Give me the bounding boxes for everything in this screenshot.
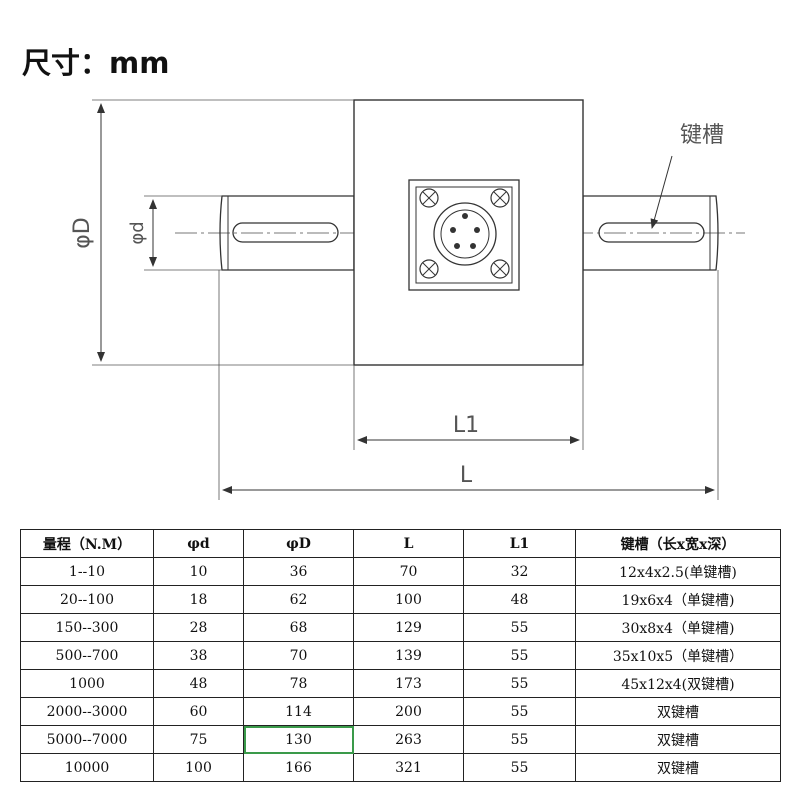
- cell-L1: 32: [463, 557, 576, 586]
- label-phiD: φD: [70, 217, 95, 248]
- cell-phiD: 36: [243, 557, 354, 586]
- cell-range: 1--10: [20, 557, 154, 586]
- cell-L1: 55: [463, 697, 576, 726]
- header-L: L: [353, 529, 464, 558]
- cell-L1: 55: [463, 641, 576, 670]
- cell-phiD: 68: [243, 613, 354, 642]
- sensor-drawing: φD φd L1 L 键槽: [70, 99, 745, 500]
- keyway-callout: 键槽: [650, 123, 724, 229]
- cell-L1: 55: [463, 725, 576, 754]
- connector-inner-ring: [440, 209, 490, 259]
- cell-L1: 48: [463, 585, 576, 614]
- cell-L1: 55: [463, 753, 576, 782]
- header-range: 量程（N.M）: [20, 529, 154, 558]
- cell-range: 1000: [20, 669, 154, 698]
- table-row: 10000 100 166 321 55 双键槽: [20, 753, 781, 782]
- left-shaft: [219, 195, 355, 271]
- connector-pin: [470, 243, 476, 249]
- cell-phid: 48: [153, 669, 244, 698]
- cell-range: 5000--7000: [20, 725, 154, 754]
- cell-range: 20--100: [20, 585, 154, 614]
- left-keyway-slot: [232, 222, 339, 243]
- cell-L: 100: [353, 585, 464, 614]
- label-keyway: 键槽: [680, 123, 724, 148]
- screw-bottom-right: [490, 259, 510, 279]
- cell-phiD: 166: [243, 753, 354, 782]
- table-row: 5000--7000 75 130 263 55 双键槽: [20, 725, 781, 754]
- dimension-phiD: φD: [70, 99, 354, 366]
- cell-keyway: 12x4x2.5(单键槽): [575, 557, 781, 586]
- cell-keyway: 35x10x5（单键槽）: [575, 641, 781, 670]
- label-phid: φd: [127, 221, 148, 244]
- dimension-L1: L1: [353, 365, 584, 450]
- dimension-L: L: [218, 270, 719, 500]
- cell-range: 10000: [20, 753, 154, 782]
- connector-pin: [462, 213, 468, 219]
- cell-phid: 75: [153, 725, 244, 754]
- connector: [408, 179, 520, 291]
- cell-phid: 60: [153, 697, 244, 726]
- cell-L: 129: [353, 613, 464, 642]
- label-L: L: [460, 463, 473, 488]
- header-keyway: 键槽（长x宽x深）: [575, 529, 781, 558]
- screw-top-right: [490, 188, 510, 208]
- table-row: 1000 48 78 173 55 45x12x4(双键槽): [20, 669, 781, 698]
- table-row: 500--700 38 70 139 55 35x10x5（单键槽）: [20, 641, 781, 670]
- cell-L: 70: [353, 557, 464, 586]
- cell-phid: 38: [153, 641, 244, 670]
- cell-phid: 28: [153, 613, 244, 642]
- cell-phid: 18: [153, 585, 244, 614]
- cell-range: 150--300: [20, 613, 154, 642]
- cell-L: 200: [353, 697, 464, 726]
- table-row: 150--300 28 68 129 55 30x8x4（单键槽): [20, 613, 781, 642]
- cell-phiD: 114: [243, 697, 354, 726]
- cell-L1: 55: [463, 613, 576, 642]
- table-header-row: 量程（N.M） φd φD L L1 键槽（长x宽x深）: [20, 529, 781, 558]
- cell-phiD-selected[interactable]: 130: [243, 725, 354, 754]
- header-phiD: φD: [243, 529, 354, 558]
- cell-phid: 10: [153, 557, 244, 586]
- spec-table: 量程（N.M） φd φD L L1 键槽（长x宽x深） 1--10 10 36…: [20, 529, 781, 782]
- cell-L: 321: [353, 753, 464, 782]
- connector-pin: [454, 243, 460, 249]
- cell-range: 500--700: [20, 641, 154, 670]
- cell-L1: 55: [463, 669, 576, 698]
- cell-phiD: 62: [243, 585, 354, 614]
- cell-range: 2000--3000: [20, 697, 154, 726]
- screw-bottom-left: [419, 259, 439, 279]
- cell-L: 263: [353, 725, 464, 754]
- cell-keyway: 45x12x4(双键槽): [575, 669, 781, 698]
- table-row: 1--10 10 36 70 32 12x4x2.5(单键槽): [20, 557, 781, 586]
- sensor-body: [353, 99, 584, 366]
- header-phid: φd: [153, 529, 244, 558]
- cell-keyway: 19x6x4（单键槽): [575, 585, 781, 614]
- cell-L: 139: [353, 641, 464, 670]
- cell-keyway: 30x8x4（单键槽): [575, 613, 781, 642]
- label-L1: L1: [453, 413, 479, 438]
- table-row: 20--100 18 62 100 48 19x6x4（单键槽): [20, 585, 781, 614]
- table-row: 2000--3000 60 114 200 55 双键槽: [20, 697, 781, 726]
- page-title: 尺寸：mm: [22, 46, 170, 80]
- screw-top-left: [419, 188, 439, 208]
- cell-phid: 100: [153, 753, 244, 782]
- dimension-phid: φd: [127, 195, 222, 271]
- cell-keyway: 双键槽: [575, 697, 781, 726]
- cell-phiD: 78: [243, 669, 354, 698]
- header-L1: L1: [463, 529, 576, 558]
- connector-pin: [474, 227, 480, 233]
- cell-keyway: 双键槽: [575, 725, 781, 754]
- cell-L: 173: [353, 669, 464, 698]
- cell-phiD: 70: [243, 641, 354, 670]
- connector-pin: [450, 227, 456, 233]
- connector-outer-ring: [433, 202, 497, 266]
- cell-keyway: 双键槽: [575, 753, 781, 782]
